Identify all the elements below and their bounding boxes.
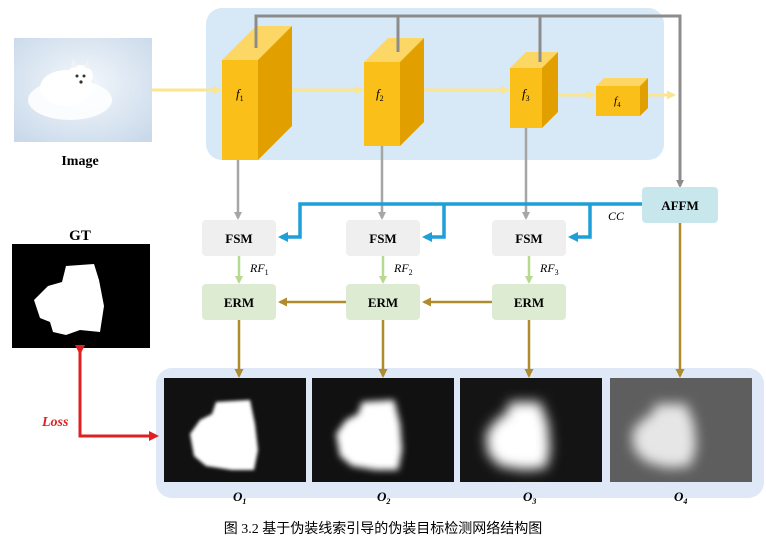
affm-label: AFFM [661, 198, 699, 213]
fsm-label-3: FSM [515, 231, 542, 246]
erm-label-3: ERM [514, 295, 544, 310]
output-label-1: O1 [233, 489, 246, 506]
output-o4 [610, 378, 752, 482]
encoder-panel [206, 8, 664, 160]
figure-caption: 图 3.2 基于伪装线索引导的伪装目标检测网络结构图 [224, 520, 543, 537]
feature-block-f2 [364, 38, 424, 146]
f2-label: f2 [376, 86, 384, 103]
feature-block-f3 [510, 52, 558, 128]
fsm-label-1: FSM [225, 231, 252, 246]
loss-label: Loss [41, 415, 69, 430]
cc-arrow-to-fsm1 [278, 202, 642, 242]
output-o1 [164, 378, 306, 482]
skip-path-f1 [254, 14, 684, 188]
cc-arrow-to-fsm2 [422, 204, 446, 242]
f3-label: f3 [522, 86, 530, 103]
cc-arrow-to-fsm3 [568, 204, 592, 242]
rf-label-3: RF3 [539, 261, 559, 277]
cc-label: CC [608, 209, 625, 223]
erm-box-1 [202, 284, 276, 320]
erm-box-3 [492, 284, 566, 320]
fsm-box-3 [492, 220, 566, 256]
input-image [14, 38, 152, 142]
erm-box-2 [346, 284, 420, 320]
fsm-label-2: FSM [369, 231, 396, 246]
output-label-4: O4 [674, 489, 687, 506]
fsm-box-2 [346, 220, 420, 256]
rf-label-1: RF1 [249, 261, 269, 277]
erm-label-2: ERM [368, 295, 398, 310]
f4-label: f4 [614, 95, 621, 109]
output-label-2: O2 [377, 489, 390, 506]
affm-box [642, 187, 718, 223]
f1-label: f1 [236, 86, 244, 103]
feature-block-f4 [596, 78, 648, 116]
output-o3 [460, 378, 602, 482]
loss-arrow [75, 345, 159, 441]
output-o2 [312, 378, 454, 482]
erm-label-1: ERM [224, 295, 254, 310]
image-label: Image [61, 154, 98, 169]
output-label-3: O3 [523, 489, 536, 506]
fsm-box-1 [202, 220, 276, 256]
rf-label-2: RF2 [393, 261, 413, 277]
gt-label: GT [69, 228, 91, 244]
ground-truth-mask [12, 244, 150, 348]
